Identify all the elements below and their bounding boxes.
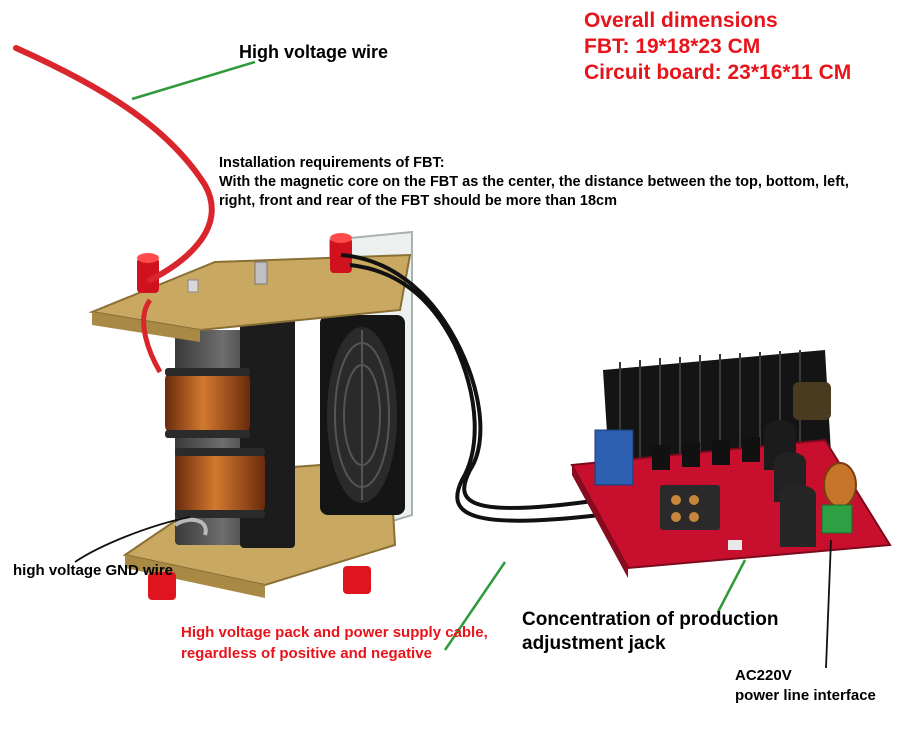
red-terminal-top-left (137, 253, 159, 293)
fbt-transformer-assembly (88, 230, 413, 600)
label-ac-interface: AC220V power line interface (735, 666, 876, 706)
red-foot-left (148, 572, 176, 600)
leader-ac (825, 539, 832, 669)
dimensions-title: Overall dimensions (584, 9, 778, 32)
upper-coil (165, 370, 250, 435)
jack-line-2: adjustment jack (522, 633, 666, 654)
red-foot-right (343, 566, 371, 594)
installation-requirements: Installation requirements of FBT: With t… (219, 154, 849, 211)
power-supply-cable (340, 253, 601, 511)
circuit-board-dimensions: Circuit board: 23*16*11 CM (584, 61, 852, 84)
red-terminal-top-right (330, 233, 352, 273)
label-gnd-wire: high voltage GND wire (13, 562, 174, 579)
pack-line-1: High voltage pack and power supply cable… (181, 624, 488, 641)
lower-coil (175, 450, 265, 515)
fbt-dimensions: FBT: 19*18*23 CM (584, 35, 761, 58)
leader-gnd (74, 516, 191, 563)
ac-terminal-block (821, 504, 853, 534)
label-pack-cable: High voltage pack and power supply cable… (181, 622, 488, 664)
adjustment-jack-block (660, 485, 720, 530)
leader-hv-wire (131, 60, 256, 101)
label-adjustment-jack: Concentration of production adjustment j… (522, 608, 778, 656)
leader-jack (716, 559, 747, 613)
driver-circuit-board (570, 350, 892, 578)
leader-pack-cable (443, 561, 507, 651)
high-voltage-red-wire (13, 45, 215, 283)
ac-line-1: AC220V (735, 667, 792, 684)
installation-title: Installation requirements of FBT: (219, 155, 445, 171)
overall-dimensions-block: Overall dimensions FBT: 19*18*23 CM Circ… (584, 8, 851, 86)
installation-line-2: right, front and rear of the FBT should … (219, 193, 617, 209)
cooling-fan (320, 315, 405, 515)
ac-line-2: power line interface (735, 687, 876, 704)
pack-line-2: regardless of positive and negative (181, 645, 432, 662)
installation-line-1: With the magnetic core on the FBT as the… (219, 174, 849, 190)
jack-line-1: Concentration of production (522, 609, 779, 630)
leader-lines (131, 60, 747, 651)
label-high-voltage-wire: High voltage wire (239, 42, 389, 62)
